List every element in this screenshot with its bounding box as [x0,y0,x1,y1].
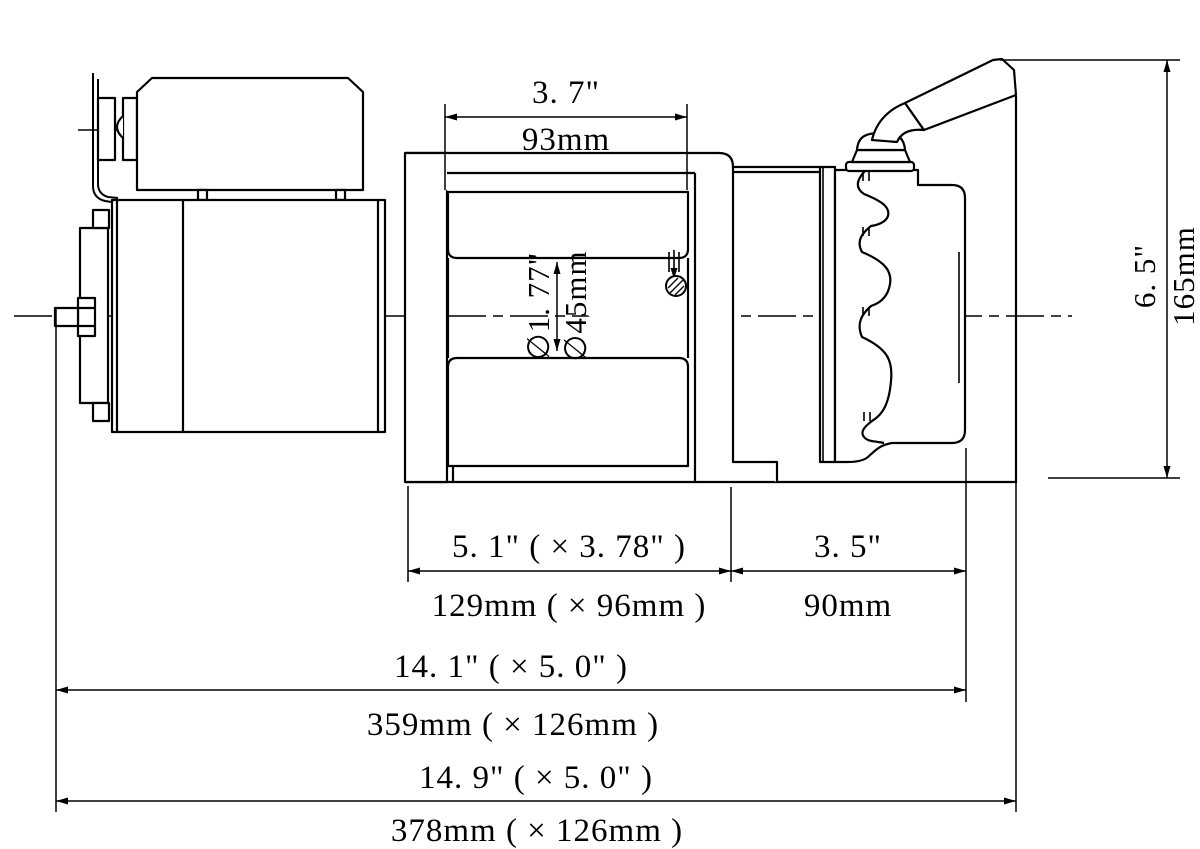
tie-bar [447,171,697,483]
dim-drum-width [444,104,688,190]
lever-grip [903,57,1018,132]
motor-shaft [53,296,97,338]
control-box-pad [334,188,347,202]
motor-assembly [53,73,387,434]
tie-bar-extension [733,165,820,174]
left-upright [403,151,449,484]
housing-scallop-profile [856,169,893,445]
dim-gear-section-inch-label: 3. 5" [814,529,882,565]
dim-overall-height [1000,59,1180,479]
control-box-pad [196,188,209,202]
drum-top-flange [446,190,690,260]
dim-drum-section [407,486,732,582]
dim-overall-height-inch-label: 6. 5" [1127,244,1162,308]
dim-drum-diameter [553,262,561,351]
lever-base-flange [844,160,916,173]
dim-gear-section [731,448,967,702]
dim-drum-width-inch-label: 3. 7" [532,75,600,111]
dim-mount-length-mm-label: 359mm ( × 126mm ) [367,707,659,743]
terminal-clamp [96,96,139,162]
dim-overall-height-mm-label: 165mm [1166,226,1200,326]
dim-drum-section-mm-label: 129mm ( × 96mm ) [432,588,707,624]
motor-body [110,198,387,434]
dim-overall-length-inch-label: 14. 9" ( × 5. 0" ) [419,760,653,796]
drum-bottom-flange [446,356,690,468]
dim-mount-length-inch-label: 14. 1" ( × 5. 0" ) [394,649,628,685]
dim-mount-length [55,308,966,812]
dimension-layer [55,59,1180,812]
dim-overall-length [56,483,1017,812]
dimension-labels: 3. 7" 93mm ∅1. 77" ∅45mm 6. 5" 165mm 5. … [367,75,1200,849]
lever-base-tier [850,148,912,164]
dim-gear-section-mm-label: 90mm [804,588,892,624]
wire-rope-section [665,250,687,297]
mounting-strap [92,73,119,204]
rope-drum [446,190,690,468]
housing-body [833,168,967,464]
drum-barrel [446,258,690,358]
dim-drum-diameter-mm-label: ∅45mm [558,250,593,361]
clutch-hand-lever [844,57,1018,173]
dim-drum-diameter-inch-label: ∅1. 77" [521,252,556,361]
dim-drum-section-inch-label: 5. 1" ( × 3. 78" ) [452,529,686,565]
clutch-housing [818,96,1018,483]
dim-drum-width-mm-label: 93mm [522,122,610,158]
scallop-neck-ticks [862,172,871,421]
control-box [135,76,365,192]
motor-endcap-lines [115,200,380,432]
dim-overall-length-mm-label: 378mm ( × 126mm ) [391,813,683,849]
